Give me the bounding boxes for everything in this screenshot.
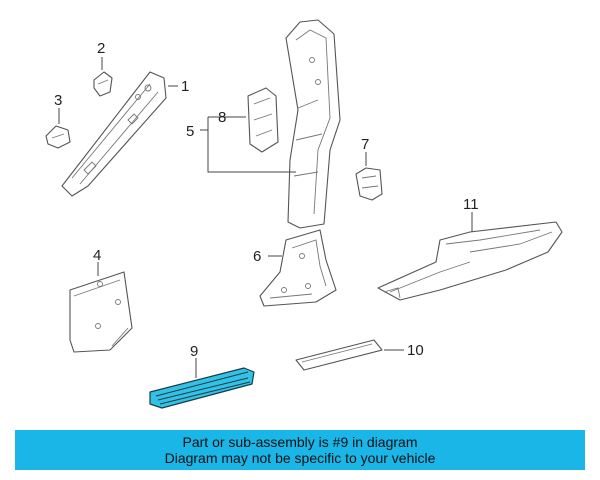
part-10-scuff-plate[interactable]: [295, 339, 383, 371]
callout-6: 6: [253, 248, 261, 265]
info-banner: Part or sub-assembly is #9 in diagram Di…: [15, 430, 585, 470]
callout-2: 2: [97, 40, 105, 57]
part-4-kick-panel[interactable]: [69, 271, 133, 353]
callout-9: 9: [190, 343, 198, 360]
part-11-rear-side-trim[interactable]: [377, 221, 563, 301]
part-2-clip[interactable]: [93, 71, 113, 97]
part-5-center-pillar-trim[interactable]: [285, 19, 341, 229]
banner-line-2: Diagram may not be specific to your vehi…: [164, 450, 436, 466]
part-8-anchor-cover[interactable]: [247, 87, 279, 153]
leader-5: [200, 116, 296, 173]
part-6-lower-pillar-trim[interactable]: [259, 229, 337, 307]
part-9-sill-plate[interactable]: [149, 367, 255, 409]
banner-line-1: Part or sub-assembly is #9 in diagram: [182, 434, 418, 450]
callout-10: 10: [407, 342, 424, 359]
callout-3: 3: [54, 92, 62, 109]
callout-1: 1: [181, 78, 189, 95]
part-7-retainer[interactable]: [355, 167, 383, 201]
callout-8: 8: [218, 109, 226, 126]
callout-5: 5: [186, 123, 194, 140]
callout-7: 7: [361, 136, 369, 153]
callout-11: 11: [463, 196, 479, 213]
part-3-clip[interactable]: [45, 125, 71, 149]
parts-diagram: 1 2 3 4 5 8: [45, 19, 563, 409]
callout-4: 4: [93, 247, 101, 264]
part-1-pillar-trim[interactable]: [61, 71, 167, 197]
